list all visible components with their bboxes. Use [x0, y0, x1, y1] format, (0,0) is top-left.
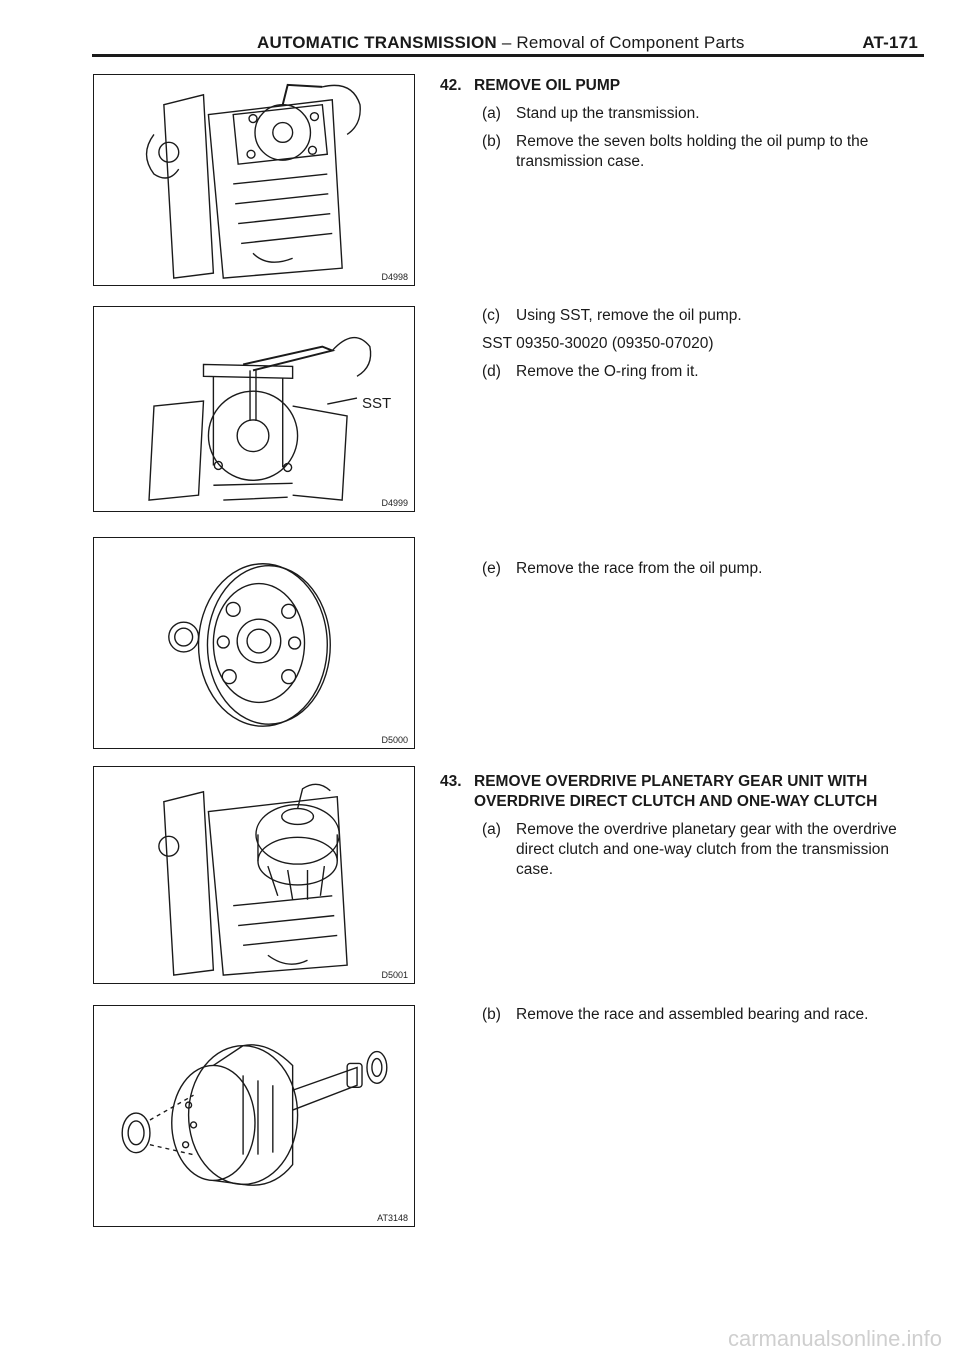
transmission-upright-illustration	[145, 83, 361, 279]
watermark: carmanualsonline.info	[727, 1326, 942, 1351]
figure-planetary-gear-bearings: AT3148	[93, 1005, 415, 1227]
figure-oil-pump-race: D5000	[93, 537, 415, 749]
item-text: Using SST, remove the oil pump.	[516, 307, 742, 324]
item-text: Stand up the transmission.	[516, 105, 700, 122]
header-title-main: AUTOMATIC TRANSMISSION	[257, 33, 497, 52]
step-number: 42.	[440, 77, 462, 94]
section-43-text: 43. REMOVE OVERDRIVE PLANETARY GEAR UNIT…	[440, 772, 930, 880]
item-label: (c)	[482, 307, 501, 324]
sst-number-line: SST 09350-30020 (09350-07020)	[482, 335, 714, 352]
step-42b: (b) Remove the seven bolts holding the o…	[440, 132, 930, 172]
figure-code: D5000	[381, 735, 408, 745]
step-42e: (e) Remove the race from the oil pump.	[440, 559, 930, 579]
item-text: Remove the O-ring from it.	[516, 363, 699, 380]
item-label: (a)	[482, 821, 501, 838]
step-42a: (a) Stand up the transmission.	[440, 104, 930, 124]
figure-code: D4998	[381, 272, 408, 282]
page-number: AT-171	[862, 33, 918, 52]
item-label: (d)	[482, 363, 501, 380]
section-42-race-text: (e) Remove the race from the oil pump.	[440, 559, 930, 579]
sst-puller-illustration	[148, 337, 372, 501]
step-number: 43.	[440, 773, 462, 790]
step-43b: (b) Remove the race and assembled bearin…	[440, 1005, 930, 1025]
figure-transmission-bolts: D4998	[93, 74, 415, 286]
item-text: Remove the race from the oil pump.	[516, 560, 763, 577]
figure-oil-pump-sst: SST D4999	[93, 306, 415, 512]
step-42c: (c) Using SST, remove the oil pump.	[440, 306, 930, 326]
header-title: AUTOMATIC TRANSMISSION – Removal of Comp…	[257, 33, 745, 53]
oil-pump-front-illustration	[168, 563, 331, 727]
section-42-text: 42. REMOVE OIL PUMP (a) Stand up the tra…	[440, 76, 930, 172]
header-title-sub: – Removal of Component Parts	[496, 33, 745, 52]
item-text: Remove the seven bolts holding the oil p…	[516, 133, 869, 170]
figure-code: D4999	[381, 498, 408, 508]
page-header: AUTOMATIC TRANSMISSION – Removal of Comp…	[92, 30, 924, 52]
item-label: (a)	[482, 105, 501, 122]
overdrive-removal-illustration	[158, 783, 348, 976]
section-42-sst-text: (c) Using SST, remove the oil pump. SST …	[440, 306, 930, 382]
step-42-heading: 42. REMOVE OIL PUMP	[440, 76, 930, 96]
figure-code: D5001	[381, 970, 408, 980]
item-label: (e)	[482, 560, 501, 577]
step-43-heading: 43. REMOVE OVERDRIVE PLANETARY GEAR UNIT…	[440, 772, 930, 812]
sst-callout-label: SST	[362, 395, 392, 412]
item-text: Remove the overdrive planetary gear with…	[516, 821, 897, 878]
item-label: (b)	[482, 133, 501, 150]
step-42d: (d) Remove the O-ring from it.	[440, 362, 930, 382]
item-label: (b)	[482, 1006, 501, 1023]
item-text: Remove the race and assembled bearing an…	[516, 1006, 869, 1023]
header-rule	[92, 54, 924, 57]
figure-overdrive-unit-removal: D5001	[93, 766, 415, 984]
figure-code: AT3148	[377, 1213, 408, 1223]
step-title: REMOVE OIL PUMP	[474, 77, 621, 94]
step-title: REMOVE OVERDRIVE PLANETARY GEAR UNIT WIT…	[474, 773, 878, 810]
planetary-gear-exploded-illustration	[121, 1044, 388, 1186]
section-43-bearing-text: (b) Remove the race and assembled bearin…	[440, 1005, 930, 1025]
step-43a: (a) Remove the overdrive planetary gear …	[440, 820, 930, 880]
